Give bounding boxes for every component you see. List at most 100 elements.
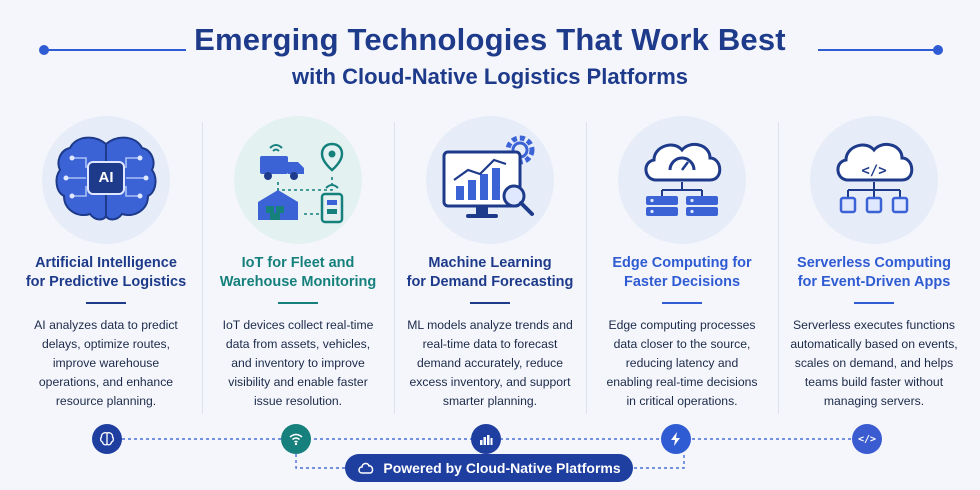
description-line: smarter planning. xyxy=(442,394,538,408)
column-description: IoT devices collect real-time data from … xyxy=(208,316,388,411)
description-line: demand accurately, reduce xyxy=(416,356,564,370)
description-line: in critical operations. xyxy=(626,394,738,408)
code-glyph: </> xyxy=(861,163,887,179)
ai-chip-label: AI xyxy=(98,169,114,186)
column-edge: Edge Computing for Faster Decisions Edge… xyxy=(586,112,778,424)
ml-forecast-chart-icon xyxy=(442,135,535,218)
location-pin-icon xyxy=(320,142,344,172)
title-line-1: Emerging Technologies That Work Best xyxy=(194,22,786,57)
cloud-icon xyxy=(836,142,914,182)
column-title-line: Warehouse Monitoring xyxy=(219,274,377,290)
ml-icon-circle xyxy=(426,116,554,244)
column-title-line: Faster Decisions xyxy=(623,274,741,290)
timeline-node-iot xyxy=(281,424,311,454)
title-underline xyxy=(86,302,126,304)
bottom-timeline: </> xyxy=(0,420,980,490)
function-box-icon xyxy=(891,196,909,214)
description-line: real-time data to forecast xyxy=(422,337,558,351)
iot-icon-circle xyxy=(234,116,362,244)
timeline-node-ml xyxy=(471,424,501,454)
column-description: Serverless executes functions automatica… xyxy=(784,316,964,411)
column-title-line: Edge Computing for xyxy=(612,255,752,271)
title-deco-line-left xyxy=(44,49,186,51)
description-line: managing servers. xyxy=(823,394,925,408)
gauge-icon xyxy=(668,156,696,171)
description-line: AI analyzes data to predict xyxy=(34,318,178,332)
column-title-line: for Predictive Logistics xyxy=(25,274,187,290)
column-description: ML models analyze trends and real-time d… xyxy=(400,316,580,411)
column-title-line: Artificial Intelligence xyxy=(35,255,177,271)
description-line: issue resolution. xyxy=(253,394,343,408)
function-box-icon xyxy=(839,196,857,214)
description-line: automatically based on events, xyxy=(790,337,958,351)
function-box-icon xyxy=(865,196,883,214)
code-icon: </> xyxy=(857,433,877,445)
description-line: visibility and enable faster xyxy=(228,375,368,389)
column-title: Serverless Computing for Event-Driven Ap… xyxy=(782,254,966,292)
cloud-icon xyxy=(358,462,374,474)
ai-brain-icon xyxy=(55,136,157,221)
cloud-icon xyxy=(644,142,722,182)
bar-chart-icon xyxy=(480,435,493,445)
description-line: IoT devices collect real-time xyxy=(222,318,374,332)
title-underline xyxy=(854,302,894,304)
column-title-line: IoT for Fleet and xyxy=(241,255,355,271)
description-line: ML models analyze trends and xyxy=(407,318,573,332)
description-line: enabling real-time decisions xyxy=(606,375,758,389)
column-ml: Machine Learning for Demand Forecasting … xyxy=(394,112,586,424)
ai-icon-circle: AI xyxy=(42,116,170,244)
brain-icon xyxy=(99,432,115,446)
column-ai: AI Artificial Intelligence for Predictiv… xyxy=(10,112,202,424)
title-deco-dot-left xyxy=(39,45,49,55)
description-line: operations, and enhance xyxy=(38,375,174,389)
sensor-device-icon xyxy=(320,184,344,224)
timeline-node-serverless: </> xyxy=(852,424,882,454)
column-title: IoT for Fleet and Warehouse Monitoring xyxy=(206,254,390,292)
lightning-icon xyxy=(671,432,680,446)
column-serverless: </> Serverless Computing for Event-Drive… xyxy=(778,112,970,424)
description-line: data closer to the source, xyxy=(613,337,751,351)
edge-icon-circle xyxy=(618,116,746,244)
wifi-signal-icon xyxy=(269,144,283,152)
column-title: Edge Computing for Faster Decisions xyxy=(590,254,774,292)
column-title: Machine Learning for Demand Forecasting xyxy=(398,254,582,292)
column-title-line: for Event-Driven Apps xyxy=(797,274,951,290)
description-line: Edge computing processes xyxy=(608,318,756,332)
column-description: Edge computing processes data closer to … xyxy=(592,316,772,411)
column-title-line: Serverless Computing xyxy=(797,255,951,271)
powered-by-label: Powered by Cloud-Native Platforms xyxy=(383,460,621,476)
technology-columns: AI Artificial Intelligence for Predictiv… xyxy=(10,112,970,424)
column-iot: IoT for Fleet and Warehouse Monitoring I… xyxy=(202,112,394,424)
column-title-line: Machine Learning xyxy=(428,255,552,271)
column-title-line: for Demand Forecasting xyxy=(406,274,574,290)
description-line: resource planning. xyxy=(55,394,157,408)
timeline-node-edge xyxy=(661,424,691,454)
powered-by-badge: Powered by Cloud-Native Platforms xyxy=(345,454,633,482)
serverless-cloud-code-icon xyxy=(836,142,914,214)
description-line: delays, optimize routes, xyxy=(41,337,171,351)
timeline-node-ai xyxy=(92,424,122,454)
description-line: and inventory to improve xyxy=(231,356,365,370)
title-deco-line-right xyxy=(818,49,938,51)
page-title: Emerging Technologies That Work Best wit… xyxy=(0,22,980,90)
description-line: reducing latency and xyxy=(625,356,739,370)
title-deco-dot-right xyxy=(933,45,943,55)
description-line: teams build faster without xyxy=(804,375,944,389)
description-line: improve warehouse xyxy=(52,356,160,370)
title-underline xyxy=(278,302,318,304)
description-line: scales on demand, and helps xyxy=(794,356,954,370)
column-title: Artificial Intelligence for Predictive L… xyxy=(14,254,198,292)
title-underline xyxy=(470,302,510,304)
edge-cloud-servers-icon xyxy=(644,142,722,216)
description-line: Serverless executes functions xyxy=(793,318,955,332)
title-underline xyxy=(662,302,702,304)
title-line-2: with Cloud-Native Logistics Platforms xyxy=(291,64,689,89)
iot-fleet-warehouse-icon xyxy=(258,142,344,224)
column-description: AI analyzes data to predict delays, opti… xyxy=(16,316,196,411)
server-rack-icon xyxy=(646,196,718,216)
wifi-icon xyxy=(289,433,303,446)
description-line: excess inventory, and support xyxy=(409,375,571,389)
magnifier-icon xyxy=(502,184,534,216)
truck-icon xyxy=(260,156,288,174)
serverless-icon-circle: </> xyxy=(810,116,938,244)
